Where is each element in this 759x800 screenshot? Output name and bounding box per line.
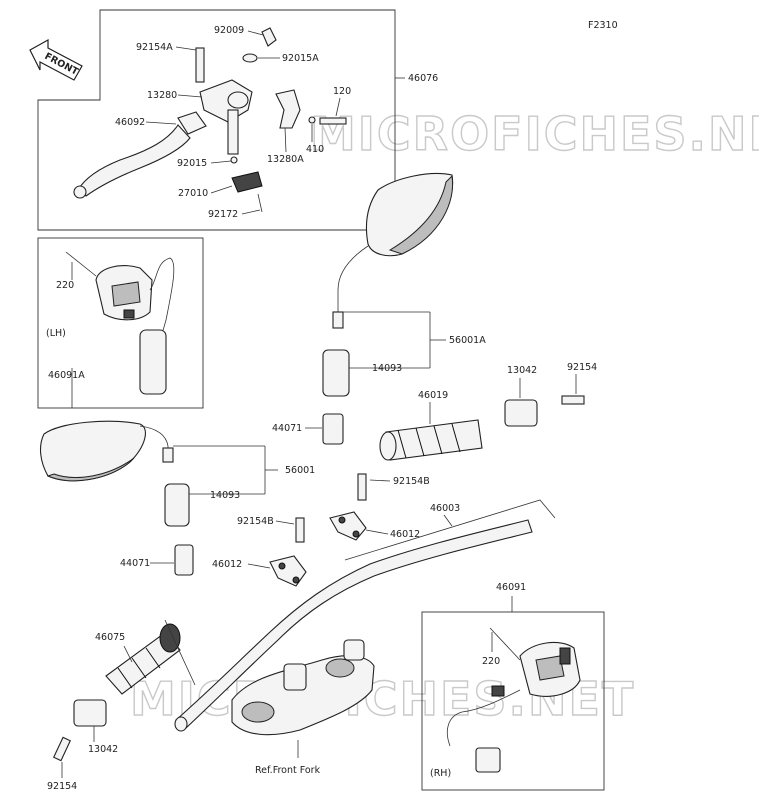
callout-120: 120 bbox=[333, 86, 351, 97]
bolt-92154b-upper bbox=[357, 473, 367, 501]
handlebar-46003 bbox=[174, 519, 533, 732]
washer-92015a bbox=[242, 53, 258, 63]
rh-switch-box bbox=[421, 611, 605, 791]
callout-44071-b: 44071 bbox=[120, 558, 150, 569]
screw-92009 bbox=[261, 27, 277, 47]
reference-front-fork: Ref.Front Fork bbox=[255, 765, 321, 776]
lh-switch-box bbox=[37, 237, 204, 409]
callout-56001: 56001 bbox=[285, 465, 315, 476]
callout-46003: 46003 bbox=[430, 503, 460, 514]
clamp-46012-upper bbox=[329, 511, 367, 541]
callout-13280a: 13280A bbox=[267, 154, 304, 165]
adapter-44071-a bbox=[322, 413, 344, 445]
callout-92015: 92015 bbox=[177, 158, 207, 169]
callout-14093-a: 14093 bbox=[372, 363, 402, 374]
bolt-92154a bbox=[195, 47, 205, 83]
callout-92154-b: 92154 bbox=[47, 781, 77, 792]
callout-56001a: 56001A bbox=[449, 335, 486, 346]
clamp-46012-lower bbox=[269, 555, 307, 587]
bolt-92154b-lower bbox=[295, 517, 305, 543]
rh-switch-housing bbox=[446, 641, 581, 773]
clamp-13280a bbox=[275, 89, 301, 129]
lh-switch-housing bbox=[95, 257, 175, 395]
callout-46091: 46091 bbox=[496, 582, 526, 593]
callout-14093-b: 14093 bbox=[210, 490, 240, 501]
sleeve-14093-a bbox=[322, 349, 350, 397]
bolt-120 bbox=[319, 117, 347, 125]
sleeve-14093-b bbox=[164, 483, 190, 527]
callout-220-lh: 220 bbox=[56, 280, 74, 291]
callout-13042-b: 13042 bbox=[88, 744, 118, 755]
callout-46075: 46075 bbox=[95, 632, 125, 643]
callout-92172: 92172 bbox=[208, 209, 238, 220]
lever-holder bbox=[199, 79, 253, 155]
front-arrow-icon: FRONT bbox=[29, 38, 83, 81]
callout-92154a: 92154A bbox=[136, 42, 173, 53]
bolt-92154-b bbox=[52, 736, 72, 762]
screw-220-rh bbox=[489, 627, 521, 661]
callout-46076: 46076 bbox=[408, 73, 438, 84]
grip-46075 bbox=[105, 623, 181, 695]
watermark-top: MICROFICHES.NET bbox=[310, 107, 759, 161]
screw-220-lh bbox=[65, 251, 97, 277]
callout-13280: 13280 bbox=[147, 90, 177, 101]
weight-13042-a bbox=[504, 399, 538, 427]
upper-fork-clamp bbox=[231, 639, 375, 736]
callout-27010: 27010 bbox=[178, 188, 208, 199]
callout-46091a: 46091A bbox=[48, 370, 85, 381]
callout-46092: 46092 bbox=[115, 117, 145, 128]
bolt-92154-a bbox=[561, 395, 585, 405]
callout-46012-a: 46012 bbox=[212, 559, 242, 570]
mirror-left bbox=[39, 420, 174, 482]
callout-92154b-b: 92154B bbox=[237, 516, 274, 527]
grip-46019 bbox=[379, 419, 483, 461]
callout-46019: 46019 bbox=[418, 390, 448, 401]
weight-13042-b bbox=[73, 699, 107, 727]
callout-13042-a: 13042 bbox=[507, 365, 537, 376]
callout-92154-a: 92154 bbox=[567, 362, 597, 373]
washer-410 bbox=[308, 116, 316, 124]
clutch-lever bbox=[73, 111, 207, 199]
label-rh: (RH) bbox=[430, 768, 451, 779]
callout-220-rh: 220 bbox=[482, 656, 500, 667]
mirror-right bbox=[332, 172, 454, 329]
adapter-44071-b bbox=[174, 544, 194, 576]
callout-92009: 92009 bbox=[214, 25, 244, 36]
callout-410: 410 bbox=[306, 144, 324, 155]
lever-assembly-box bbox=[37, 9, 396, 231]
callout-46012-b: 46012 bbox=[390, 529, 420, 540]
switch-27010 bbox=[231, 171, 263, 193]
callout-92154b-a: 92154B bbox=[393, 476, 430, 487]
figure-code: F2310 bbox=[588, 20, 618, 31]
callout-92015a: 92015A bbox=[282, 53, 319, 64]
nut-92015 bbox=[230, 156, 238, 164]
callout-44071-a: 44071 bbox=[272, 423, 302, 434]
label-lh: (LH) bbox=[46, 328, 66, 339]
